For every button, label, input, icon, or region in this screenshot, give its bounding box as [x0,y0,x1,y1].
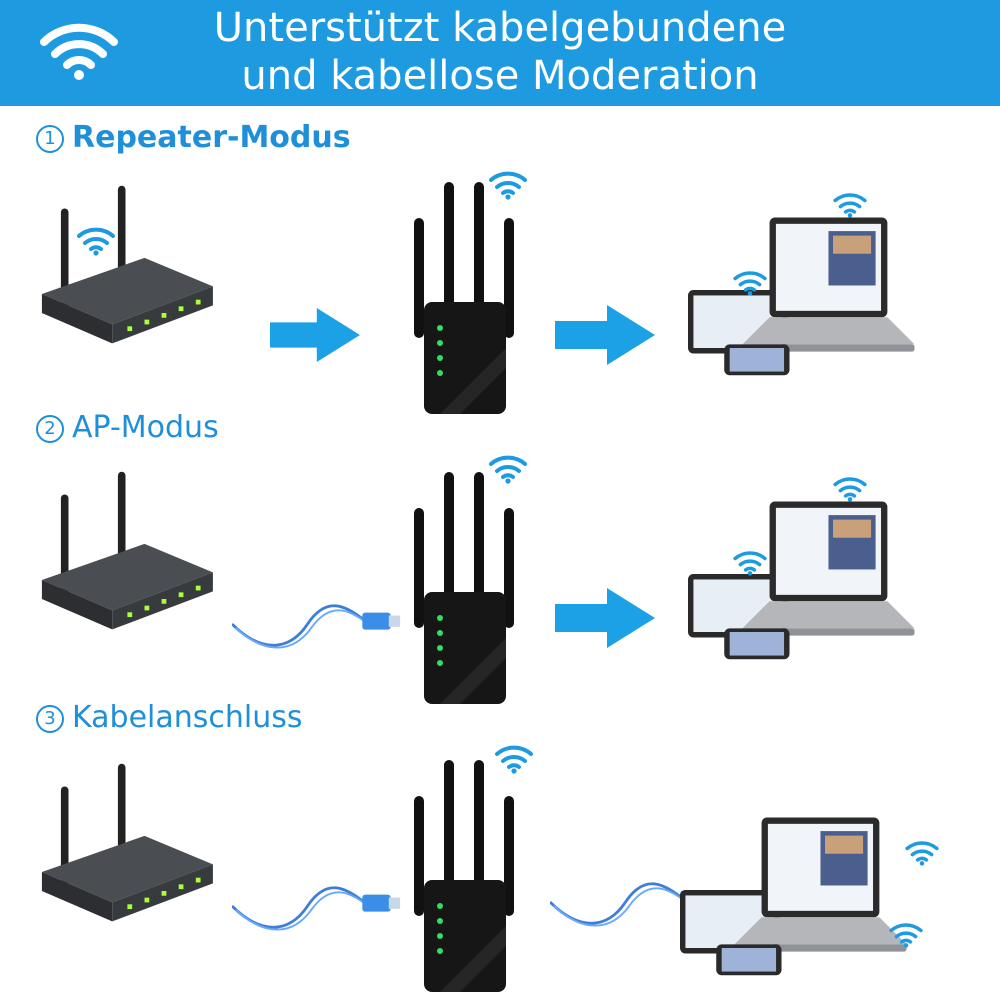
wifi-icon [732,268,768,296]
wifi-icon [488,452,528,484]
header-banner: Unterstützt kabelgebundene und kabellose… [0,0,1000,106]
router-1 [40,180,230,370]
mode-title-ap: 2 AP-Modus [36,410,219,446]
wifi-icon [904,838,940,866]
mode-label: Kabelanschluss [72,700,303,735]
ethernet-cable-icon [232,594,402,654]
mode-number: 3 [36,705,64,733]
arrow-right-icon [270,308,360,362]
wifi-icon [832,190,868,218]
mode-number: 2 [36,415,64,443]
wifi-icon [832,474,868,502]
wifi-icon [76,224,116,256]
arrow-right-icon [555,305,655,365]
wifi-icon [888,920,924,948]
mode-number: 1 [36,125,64,153]
wifi-icon [494,742,534,774]
wifi-icon [40,18,118,82]
repeater-2 [400,468,530,708]
mode-title-cable: 3 Kabelanschluss [36,700,303,736]
arrow-right-icon [555,588,655,648]
repeater-3 [400,756,530,996]
mode-label: AP-Modus [72,410,219,445]
page-title: Unterstützt kabelgebundene und kabellose… [140,4,860,100]
repeater-1 [400,178,530,418]
title-line-1: Unterstützt kabelgebundene [213,5,787,51]
mode-label: Repeater-Modus [72,120,351,155]
wifi-icon [732,548,768,576]
mode-title-repeater: 1 Repeater-Modus [36,120,351,156]
ethernet-cable-icon [232,876,402,936]
client-devices-3 [680,790,970,990]
wifi-icon [488,168,528,200]
router-2 [40,466,230,656]
title-line-2: und kabellose Moderation [241,53,759,99]
router-3 [40,758,230,948]
